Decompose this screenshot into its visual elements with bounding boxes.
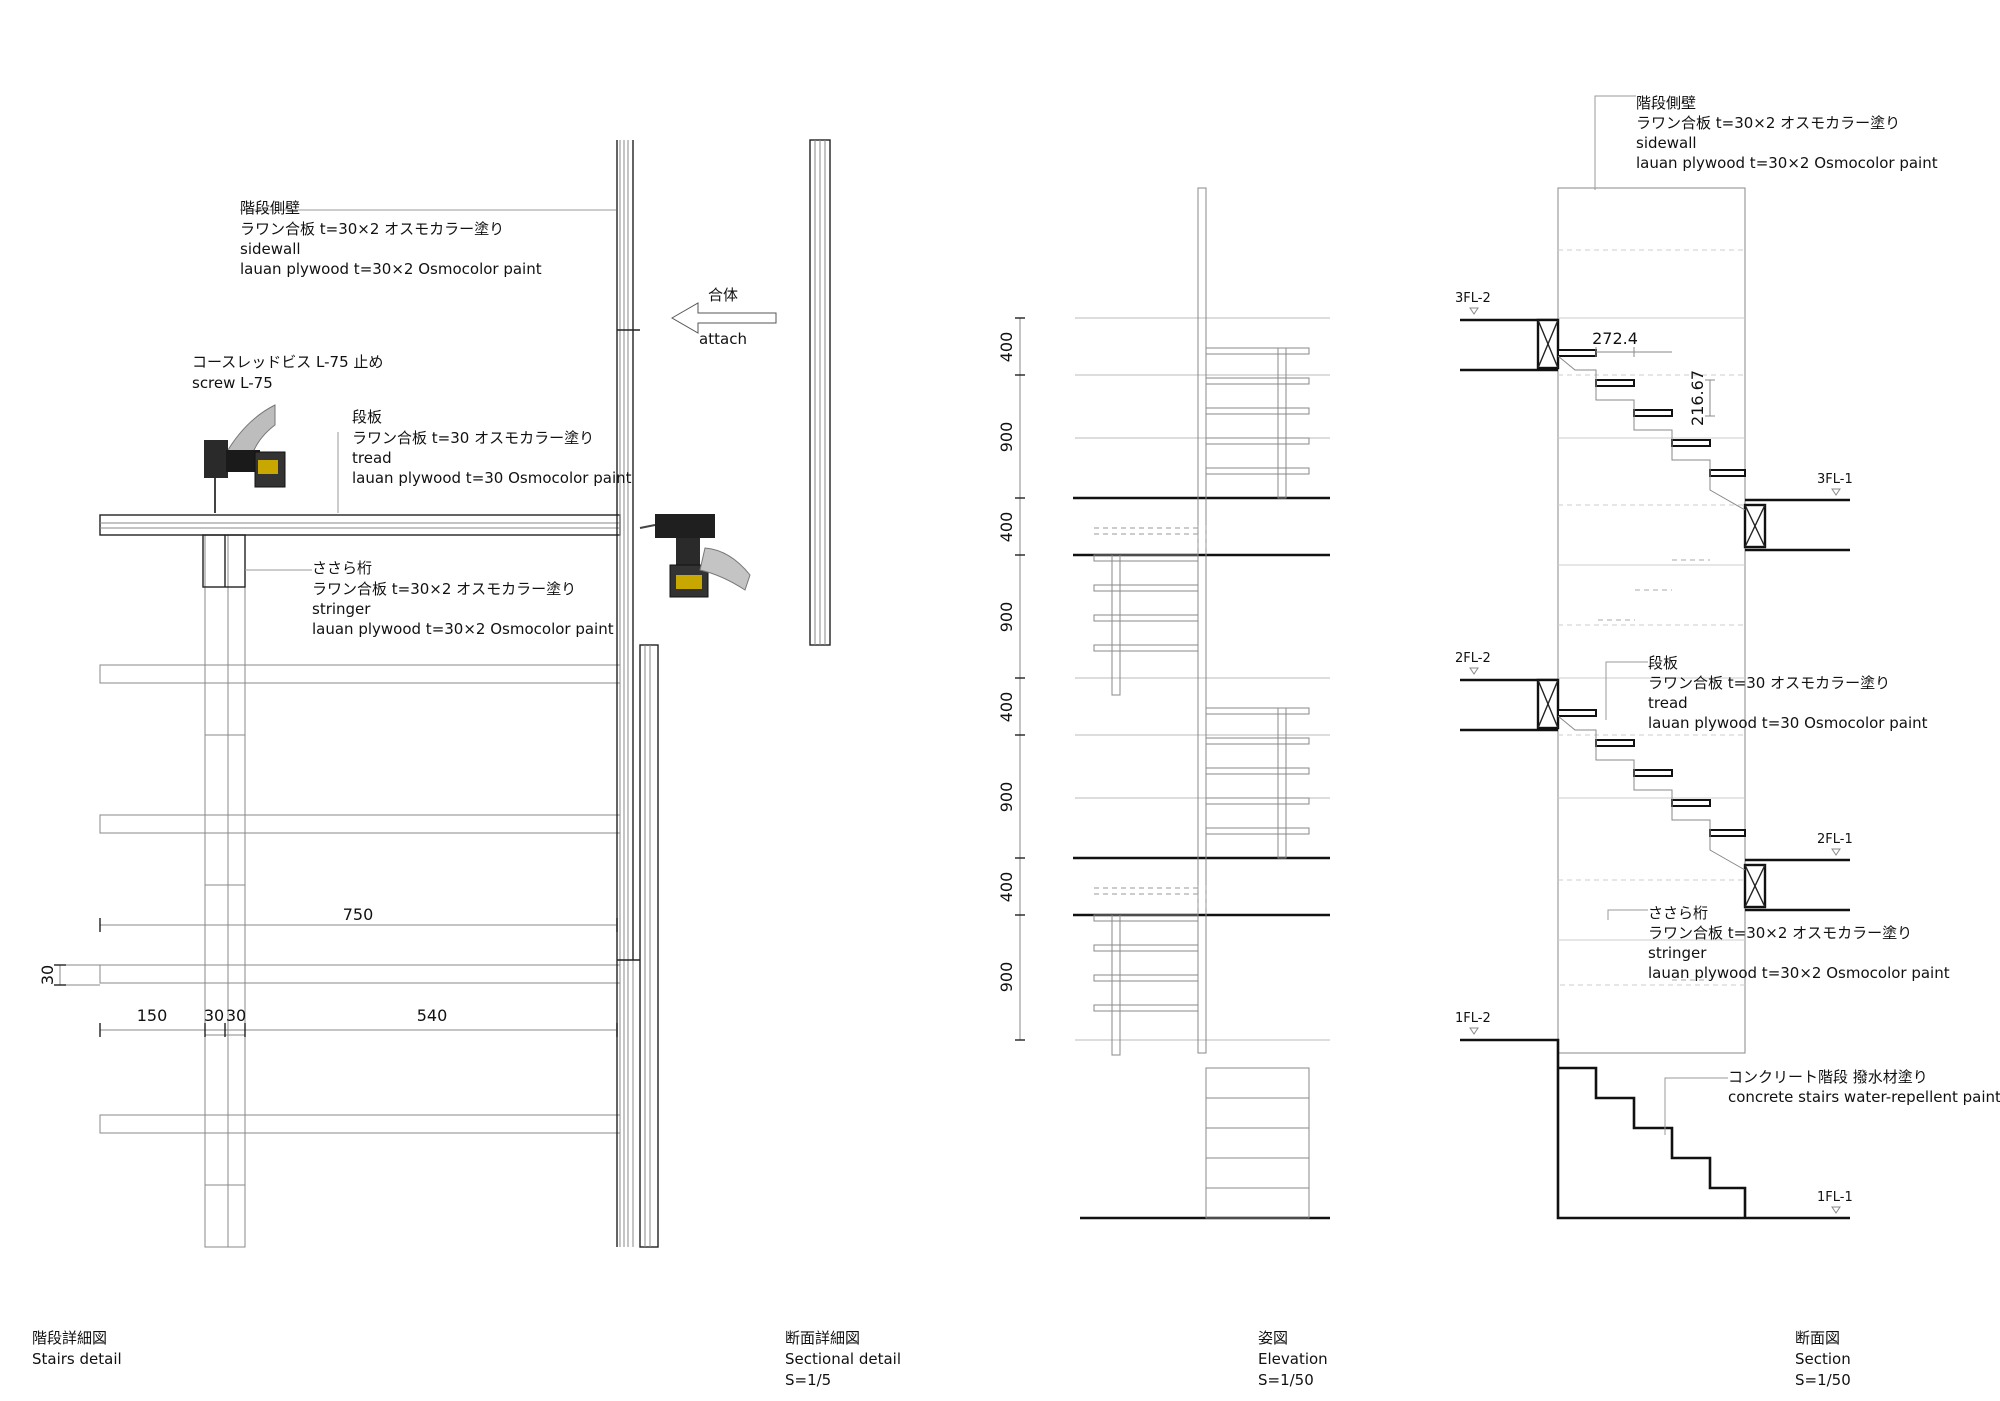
svg-text:階段詳細図: 階段詳細図 (32, 1329, 107, 1347)
svg-text:段板: 段板 (1648, 654, 1678, 672)
svg-text:concrete stairs water-repelle: concrete stairs water-repellent paint (1728, 1088, 2000, 1106)
svg-text:2FL-1: 2FL-1 (1817, 832, 1853, 847)
svg-text:tread: tread (352, 449, 392, 467)
svg-text:階段側壁: 階段側壁 (1636, 94, 1696, 112)
svg-text:lauan plywood t=30 Osmocolor p: lauan plywood t=30 Osmocolor paint (1648, 714, 1928, 732)
elev-dim-7: 400 (997, 872, 1016, 903)
svg-text:ささら桁: ささら桁 (1648, 904, 1708, 922)
svg-text:stringer: stringer (312, 600, 371, 618)
beam-boxes (1536, 318, 1767, 909)
dim-30-vertical: 30 (38, 965, 57, 985)
svg-text:tread: tread (1648, 694, 1688, 712)
sectional-detail-drawing: 750 30 150 30 30 540 階段側壁 ラワン合板 t=30×2 オ… (38, 139, 831, 1248)
elev-dim-3: 400 (997, 512, 1016, 543)
svg-text:Stairs detail: Stairs detail (32, 1350, 122, 1368)
section-sidewall-label: 階段側壁 ラワン合板 t=30×2 オスモカラー塗り sidewall laua… (1636, 94, 1938, 172)
svg-text:ラワン合板 t=30 オスモカラー塗り: ラワン合板 t=30 オスモカラー塗り (1648, 674, 1890, 692)
section-concrete-label: コンクリート階段 撥水材塗り concrete stairs water-rep… (1728, 1068, 2000, 1106)
svg-text:attach: attach (699, 330, 747, 348)
dim-30-b: 30 (226, 1006, 246, 1025)
svg-text:階段側壁: 階段側壁 (240, 199, 300, 217)
svg-text:ラワン合板 t=30 オスモカラー塗り: ラワン合板 t=30 オスモカラー塗り (352, 429, 594, 447)
svg-text:コンクリート階段 撥水材塗り: コンクリート階段 撥水材塗り (1728, 1068, 1928, 1086)
caption-stairs-detail: 階段詳細図 Stairs detail (32, 1329, 122, 1368)
svg-text:Section: Section (1795, 1350, 1851, 1368)
detail-sidewall-label: 階段側壁 ラワン合板 t=30×2 オスモカラー塗り sidewall laua… (240, 199, 542, 278)
svg-text:lauan plywood t=30 Osmocolor p: lauan plywood t=30 Osmocolor paint (352, 469, 632, 487)
svg-text:S=1/50: S=1/50 (1795, 1371, 1851, 1389)
section-tread-label: 段板 ラワン合板 t=30 オスモカラー塗り tread lauan plywo… (1648, 654, 1928, 732)
svg-text:2FL-2: 2FL-2 (1455, 651, 1491, 666)
svg-text:Elevation: Elevation (1258, 1350, 1328, 1368)
svg-text:ささら桁: ささら桁 (312, 559, 372, 577)
caption-elevation: 姿図 Elevation S=1/50 (1258, 1329, 1328, 1389)
svg-text:コースレッドビス L-75 止め: コースレッドビス L-75 止め (192, 353, 383, 371)
dim-30-a: 30 (204, 1006, 224, 1025)
svg-text:姿図: 姿図 (1258, 1329, 1288, 1347)
attach-arrow-icon (670, 302, 777, 334)
section-run-dim: 272.4 (1592, 329, 1638, 348)
concrete-stairs (1460, 1038, 1850, 1220)
elev-dim-5: 400 (997, 692, 1016, 723)
svg-text:lauan plywood t=30×2 Osmocolor: lauan plywood t=30×2 Osmocolor paint (312, 620, 614, 638)
svg-text:sidewall: sidewall (1636, 134, 1697, 152)
svg-text:断面詳細図: 断面詳細図 (785, 1329, 860, 1347)
attach-label: 合体 attach (699, 286, 747, 348)
elevation-drawing: 400 900 400 900 400 900 400 900 (997, 187, 1330, 1220)
caption-section: 断面図 Section S=1/50 (1795, 1329, 1851, 1389)
svg-text:ラワン合板 t=30×2 オスモカラー塗り: ラワン合板 t=30×2 オスモカラー塗り (240, 220, 504, 238)
svg-text:S=1/5: S=1/5 (785, 1371, 831, 1389)
svg-text:sidewall: sidewall (240, 240, 301, 258)
svg-text:lauan plywood t=30×2 Osmocolor: lauan plywood t=30×2 Osmocolor paint (1648, 964, 1950, 982)
svg-text:断面図: 断面図 (1795, 1329, 1840, 1347)
svg-text:S=1/50: S=1/50 (1258, 1371, 1314, 1389)
svg-text:段板: 段板 (352, 408, 382, 426)
svg-text:lauan plywood t=30×2 Osmocolor: lauan plywood t=30×2 Osmocolor paint (240, 260, 542, 278)
svg-text:ラワン合板 t=30×2 オスモカラー塗り: ラワン合板 t=30×2 オスモカラー塗り (1648, 924, 1912, 942)
detail-screw-label: コースレッドビス L-75 止め screw L-75 (192, 353, 383, 392)
elev-dim-2: 900 (997, 422, 1016, 453)
dim-150: 150 (137, 1006, 168, 1025)
svg-text:合体: 合体 (708, 286, 738, 304)
drill-top-icon (204, 404, 286, 513)
svg-text:1FL-1: 1FL-1 (1817, 1190, 1853, 1205)
tread-board (99, 514, 621, 536)
svg-text:screw L-75: screw L-75 (192, 374, 273, 392)
section-drawing: 272.4 216.67 3FL-2 3FL-1 2FL-2 2FL-1 (1455, 94, 2000, 1220)
svg-text:3FL-2: 3FL-2 (1455, 291, 1491, 306)
caption-sectional-detail: 断面詳細図 Sectional detail S=1/5 (785, 1329, 901, 1389)
svg-text:stringer: stringer (1648, 944, 1707, 962)
section-rise-dim: 216.67 (1688, 370, 1707, 426)
lower-flight-treads (1557, 709, 1746, 871)
section-stringer-label: ささら桁 ラワン合板 t=30×2 オスモカラー塗り stringer laua… (1648, 904, 1950, 982)
svg-text:lauan plywood t=30×2 Osmocolor: lauan plywood t=30×2 Osmocolor paint (1636, 154, 1938, 172)
drill-side-icon (639, 514, 751, 598)
sidewall-panel (616, 140, 659, 1248)
detached-sidewall-panel (809, 139, 831, 646)
dim-540: 540 (417, 1006, 448, 1025)
elev-dim-6: 900 (997, 782, 1016, 813)
elev-dim-8: 900 (997, 962, 1016, 993)
detail-dimension-lines (54, 918, 618, 1037)
dim-750: 750 (343, 905, 374, 924)
svg-text:3FL-1: 3FL-1 (1817, 472, 1853, 487)
upper-flight-treads (1557, 349, 1746, 511)
elev-dim-1: 400 (997, 332, 1016, 363)
elev-dim-4: 900 (997, 602, 1016, 633)
detail-stringer-label: ささら桁 ラワン合板 t=30×2 オスモカラー塗り stringer laua… (312, 559, 614, 638)
stringer-block (202, 534, 246, 588)
svg-text:ラワン合板 t=30×2 オスモカラー塗り: ラワン合板 t=30×2 オスモカラー塗り (1636, 114, 1900, 132)
svg-text:1FL-2: 1FL-2 (1455, 1011, 1491, 1026)
level-markers: 3FL-2 3FL-1 2FL-2 2FL-1 1FL-2 1FL-1 (1455, 291, 1853, 1214)
svg-text:ラワン合板 t=30×2 オスモカラー塗り: ラワン合板 t=30×2 オスモカラー塗り (312, 580, 576, 598)
svg-text:Sectional detail: Sectional detail (785, 1350, 901, 1368)
detail-tread-label: 段板 ラワン合板 t=30 オスモカラー塗り tread lauan plywo… (352, 408, 632, 487)
